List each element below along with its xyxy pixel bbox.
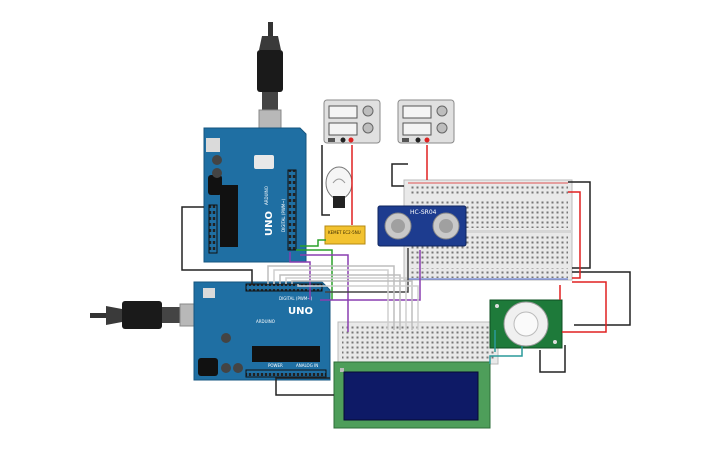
light-bulb[interactable] xyxy=(325,166,353,208)
digital-label: DIGITAL (PWM~) xyxy=(279,296,313,301)
usb-port xyxy=(206,138,220,152)
wires xyxy=(181,145,631,396)
power-label: POWER xyxy=(268,363,283,368)
usb-cable-top xyxy=(257,22,283,133)
pir-motion-sensor[interactable] xyxy=(489,299,563,349)
lcd-display[interactable] xyxy=(333,361,491,429)
power-supply-left[interactable] xyxy=(323,99,381,144)
model-label: UNO xyxy=(288,306,313,317)
microcontroller-chip xyxy=(220,185,238,247)
digital-label: DIGITAL (PWM~) xyxy=(281,198,286,232)
power-jack xyxy=(208,175,222,195)
brand-label: ARDUINO xyxy=(256,319,275,324)
model-label: UNO xyxy=(264,211,275,236)
relay[interactable]: KEMET EC2-5NU xyxy=(324,225,366,245)
lcd-screen xyxy=(343,371,479,421)
analog-label: ANALOG IN xyxy=(296,363,318,368)
power-jack xyxy=(198,358,218,376)
arduino-uno-top[interactable]: UNO ARDUINO DIGITAL (PWM~) xyxy=(203,127,307,263)
microcontroller-chip xyxy=(252,346,320,362)
sensor-label: HC-SR04 xyxy=(410,209,437,216)
arduino-uno-bottom[interactable]: UNO ARDUINO DIGITAL (PWM~) POWER ANALOG … xyxy=(193,281,331,381)
ultrasonic-sensor[interactable]: HC-SR04 xyxy=(377,205,467,247)
relay-label: KEMET EC2-5NU xyxy=(328,230,361,235)
usb-cable-bottom xyxy=(90,301,201,329)
power-supply-right[interactable] xyxy=(397,99,455,144)
brand-label: ARDUINO xyxy=(264,186,269,205)
